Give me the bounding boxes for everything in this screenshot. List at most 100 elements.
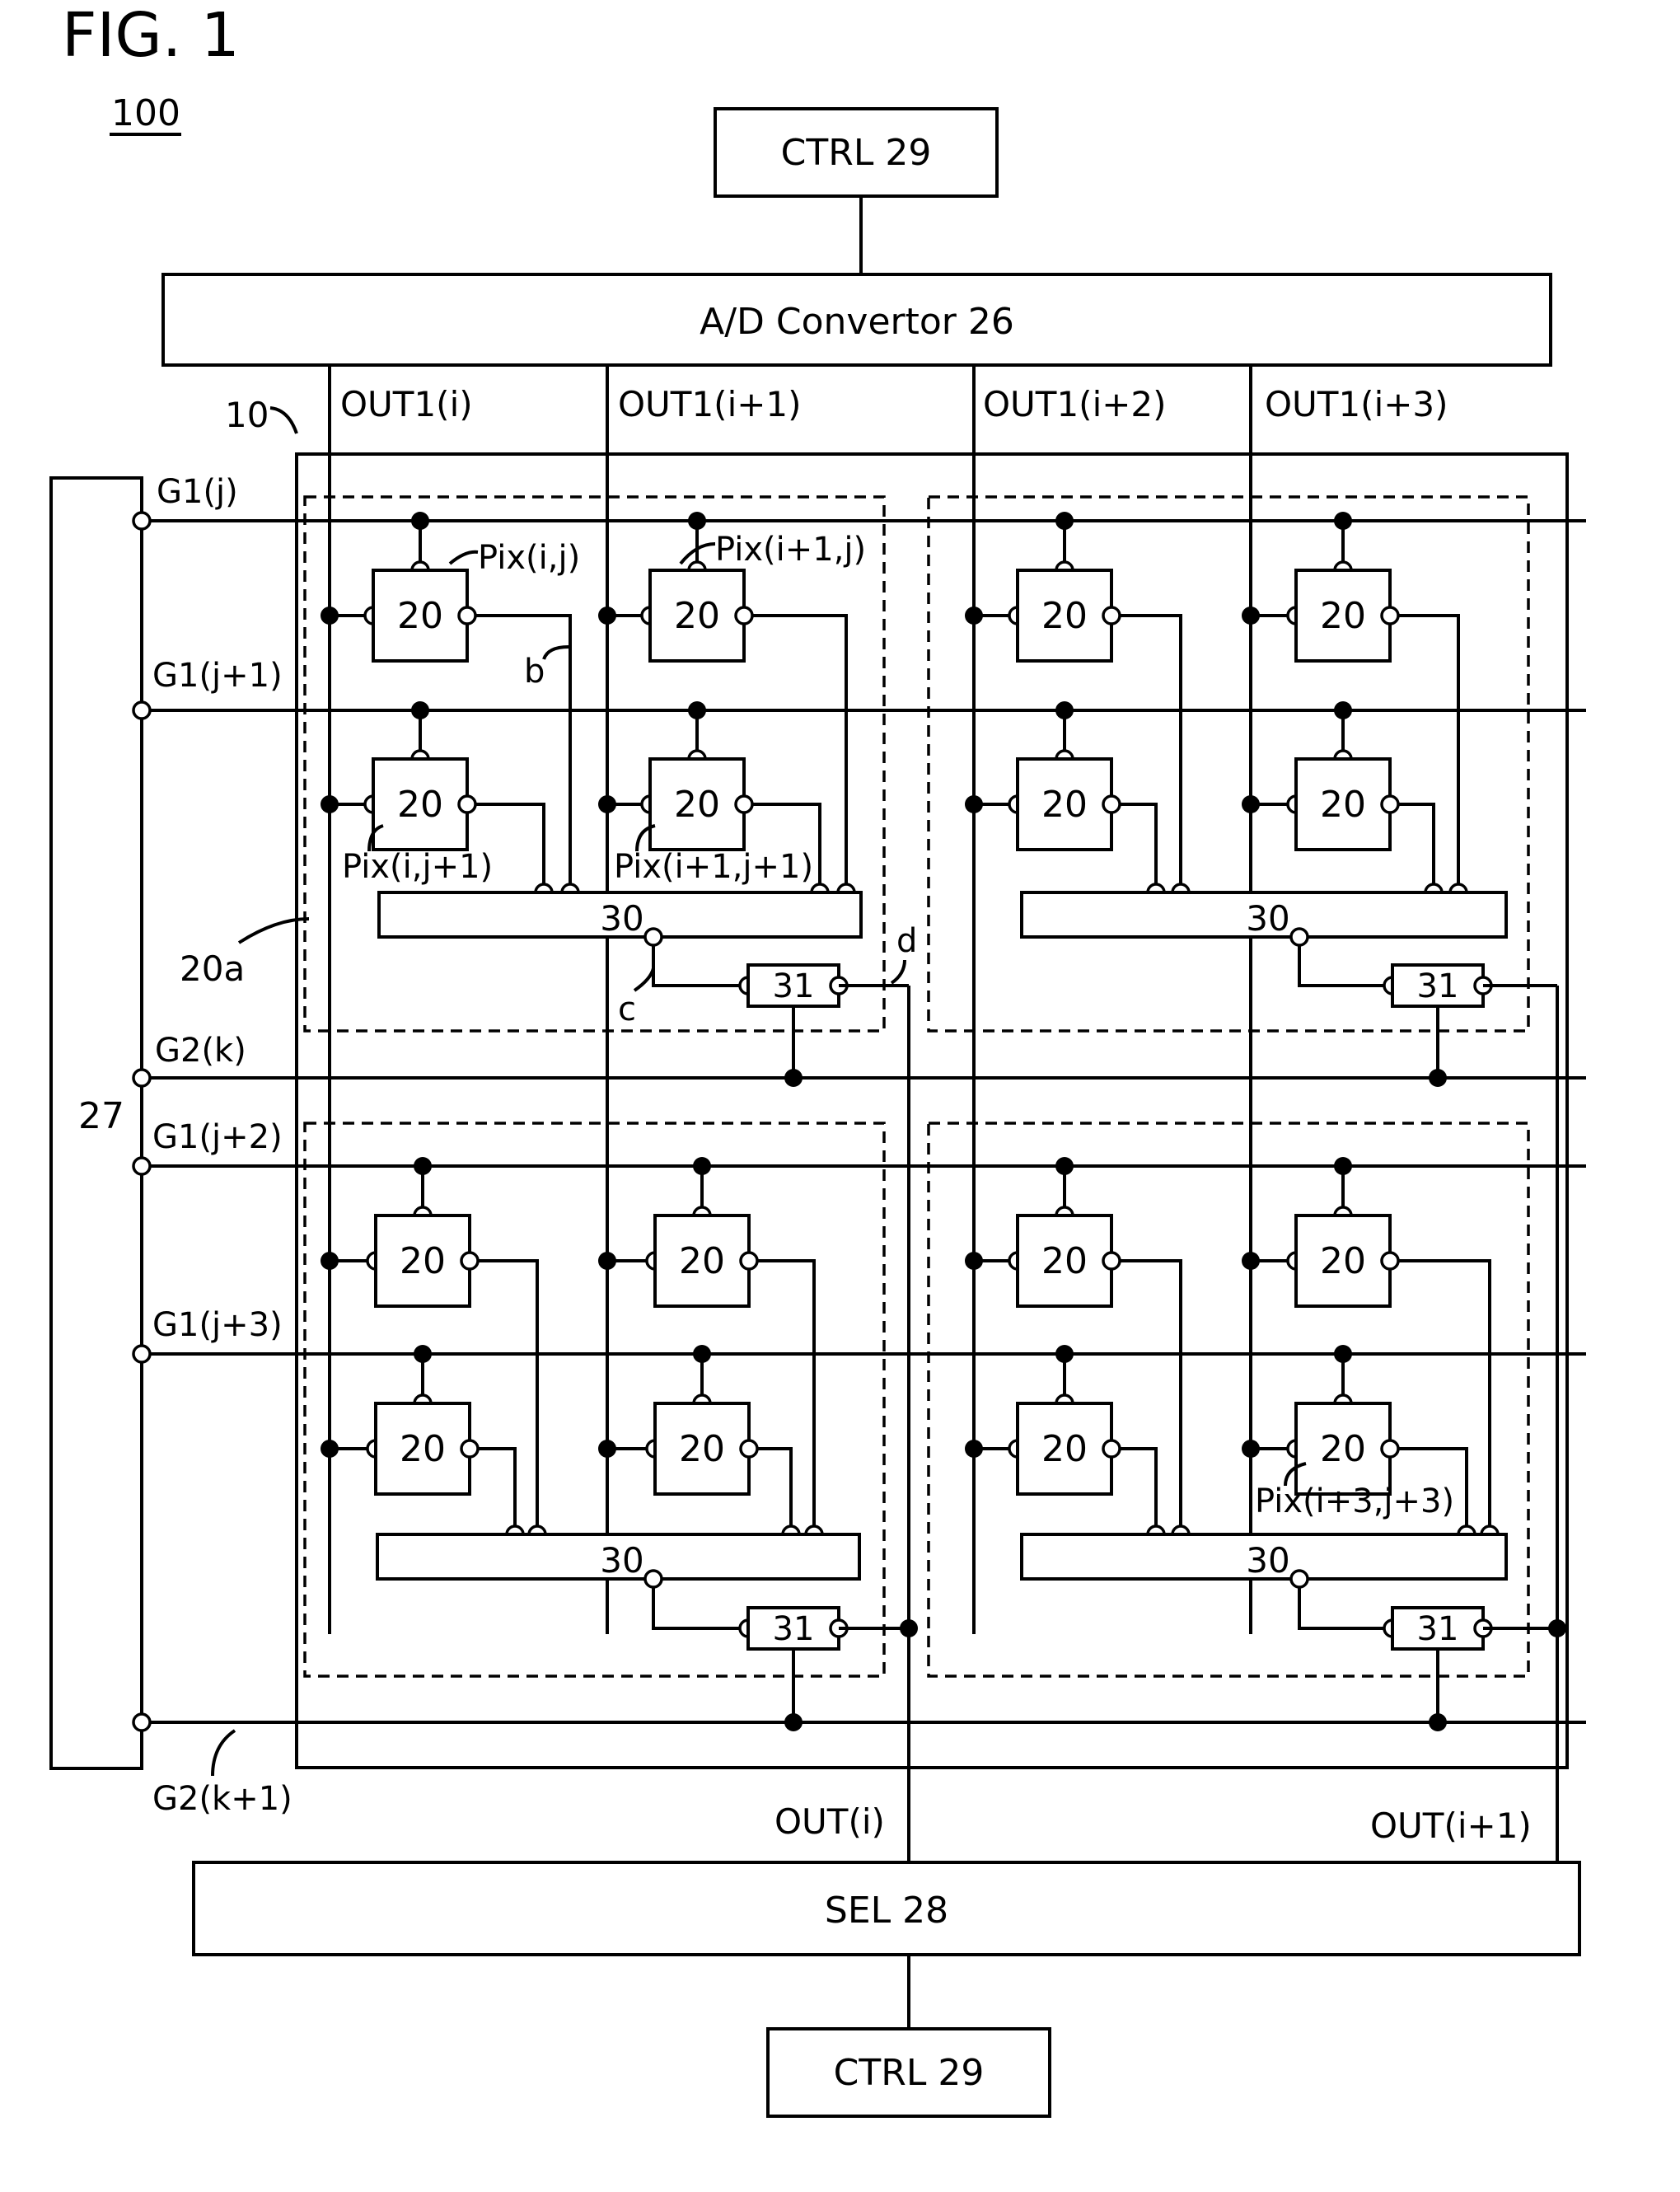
junction-dot bbox=[1429, 1713, 1447, 1731]
node-label-c: c bbox=[618, 991, 636, 1028]
pixel-circuit-label: 20 bbox=[400, 1240, 446, 1282]
junction-dot bbox=[965, 1252, 983, 1270]
gate-label-g1-j2: G1(j+2) bbox=[152, 1118, 283, 1156]
terminal-node bbox=[461, 1253, 478, 1269]
terminal-node bbox=[645, 1571, 662, 1587]
gate-terminal bbox=[133, 702, 150, 719]
pixel-label-pix-i1-j1: Pix(i+1,j+1) bbox=[614, 848, 813, 886]
terminal-node bbox=[1103, 1440, 1120, 1457]
junction-dot bbox=[1334, 1157, 1352, 1175]
terminal-node bbox=[1382, 607, 1398, 624]
wire bbox=[757, 1449, 791, 1526]
wire bbox=[1398, 804, 1434, 884]
node-label-leader bbox=[544, 647, 569, 659]
pixel-block-bottom-right bbox=[929, 1123, 1528, 1676]
junction-dot bbox=[1242, 1440, 1260, 1458]
pixel-circuit-label: 20 bbox=[1041, 1240, 1088, 1282]
wire bbox=[1299, 945, 1384, 986]
pixel-label-pix-i-j1: Pix(i,j+1) bbox=[342, 848, 493, 886]
switch-circuit-label: 31 bbox=[1417, 1610, 1459, 1648]
pixel-circuit-label: 20 bbox=[679, 1428, 725, 1470]
junction-dot bbox=[1334, 512, 1352, 530]
adder-circuit-label: 30 bbox=[1246, 1540, 1289, 1581]
terminal-node bbox=[1291, 929, 1308, 945]
pixel-circuit-label: 20 bbox=[1320, 1240, 1366, 1282]
junction-dot bbox=[688, 701, 706, 719]
pixel-circuit-label: 20 bbox=[397, 595, 443, 637]
terminal-node bbox=[1103, 796, 1120, 813]
terminal-node bbox=[645, 929, 662, 945]
gate-terminal bbox=[133, 1158, 150, 1174]
out1-label-i3: OUT1(i+3) bbox=[1265, 384, 1448, 424]
junction-dot bbox=[784, 1713, 803, 1731]
pixel-circuit-label: 20 bbox=[1320, 1428, 1366, 1470]
wire bbox=[1120, 804, 1156, 884]
wire bbox=[475, 616, 570, 884]
junction-dot bbox=[1334, 1345, 1352, 1363]
adc-label: A/D Convertor 26 bbox=[700, 301, 1014, 343]
junction-dot bbox=[598, 1252, 616, 1270]
junction-dot bbox=[693, 1157, 711, 1175]
pixel-circuit-label: 20 bbox=[679, 1240, 725, 1282]
pixel-block-bottom-left bbox=[305, 1123, 884, 1676]
pixel-label-pix-i1-j: Pix(i+1,j) bbox=[715, 531, 866, 569]
out1-label-i: OUT1(i) bbox=[340, 384, 473, 424]
terminal-node bbox=[741, 1253, 757, 1269]
wire bbox=[1120, 1261, 1181, 1526]
pixel-cells-layer: 2020202030312020202030312020202030312020… bbox=[321, 512, 1506, 1731]
pixel-circuit-label: 20 bbox=[1041, 1428, 1088, 1470]
junction-dot bbox=[1334, 701, 1352, 719]
array-leader bbox=[270, 408, 297, 433]
pixel-circuit-label: 20 bbox=[1041, 784, 1088, 826]
wire bbox=[653, 945, 740, 986]
junction-dot bbox=[1242, 607, 1260, 625]
pixel-label-pix-i3-j3: Pix(i+3,j+3) bbox=[1255, 1482, 1454, 1520]
node-label-b: b bbox=[524, 653, 545, 691]
junction-dot bbox=[1055, 701, 1074, 719]
wire bbox=[653, 1587, 740, 1628]
junction-dot bbox=[321, 1440, 339, 1458]
switch-circuit-label: 31 bbox=[1417, 967, 1459, 1005]
terminal-node bbox=[1382, 1440, 1398, 1457]
junction-dot bbox=[1055, 512, 1074, 530]
terminal-node bbox=[459, 607, 475, 624]
terminal-node bbox=[459, 796, 475, 813]
terminal-node bbox=[461, 1440, 478, 1457]
junction-dot bbox=[784, 1069, 803, 1087]
pixel-label-pix-i-j: Pix(i,j) bbox=[478, 539, 580, 577]
out-label-i: OUT(i) bbox=[774, 1801, 885, 1842]
junction-dot bbox=[414, 1345, 432, 1363]
wire bbox=[1398, 616, 1458, 884]
ctrl-bottom-label: CTRL 29 bbox=[834, 2052, 985, 2094]
pixel-circuit-label: 20 bbox=[400, 1428, 446, 1470]
gate-label-g2-k1: G2(k+1) bbox=[152, 1780, 292, 1818]
gate-label-g1-j1: G1(j+1) bbox=[152, 657, 283, 695]
pixel-circuit-label: 20 bbox=[1041, 595, 1088, 637]
junction-dot bbox=[321, 1252, 339, 1270]
adder-circuit-label: 30 bbox=[1246, 898, 1289, 939]
gate-terminal bbox=[133, 1346, 150, 1362]
junction-dot bbox=[1242, 795, 1260, 813]
wire bbox=[478, 1449, 515, 1526]
terminal-node bbox=[1103, 1253, 1120, 1269]
gate-driver-label: 27 bbox=[78, 1095, 124, 1137]
ctrl-top-label: CTRL 29 bbox=[781, 132, 932, 174]
node-label-d: d bbox=[896, 922, 917, 960]
gate-terminal bbox=[133, 1714, 150, 1731]
junction-dot bbox=[965, 607, 983, 625]
pixel-circuit-label: 20 bbox=[397, 784, 443, 826]
junction-dot bbox=[1055, 1345, 1074, 1363]
figure-title: FIG. 1 bbox=[62, 0, 240, 71]
bus-junction-dot bbox=[900, 1619, 918, 1637]
pixel-label-leader bbox=[450, 552, 478, 564]
out-label-i1: OUT(i+1) bbox=[1370, 1806, 1532, 1846]
junction-dot bbox=[321, 795, 339, 813]
gate-label-g2-k: G2(k) bbox=[155, 1032, 246, 1070]
gate-label-g1-j: G1(j) bbox=[157, 473, 238, 511]
pixel-block-leader bbox=[239, 919, 309, 943]
junction-dot bbox=[321, 607, 339, 625]
junction-dot bbox=[598, 1440, 616, 1458]
junction-dot bbox=[598, 795, 616, 813]
pixel-circuit-label: 20 bbox=[1320, 595, 1366, 637]
